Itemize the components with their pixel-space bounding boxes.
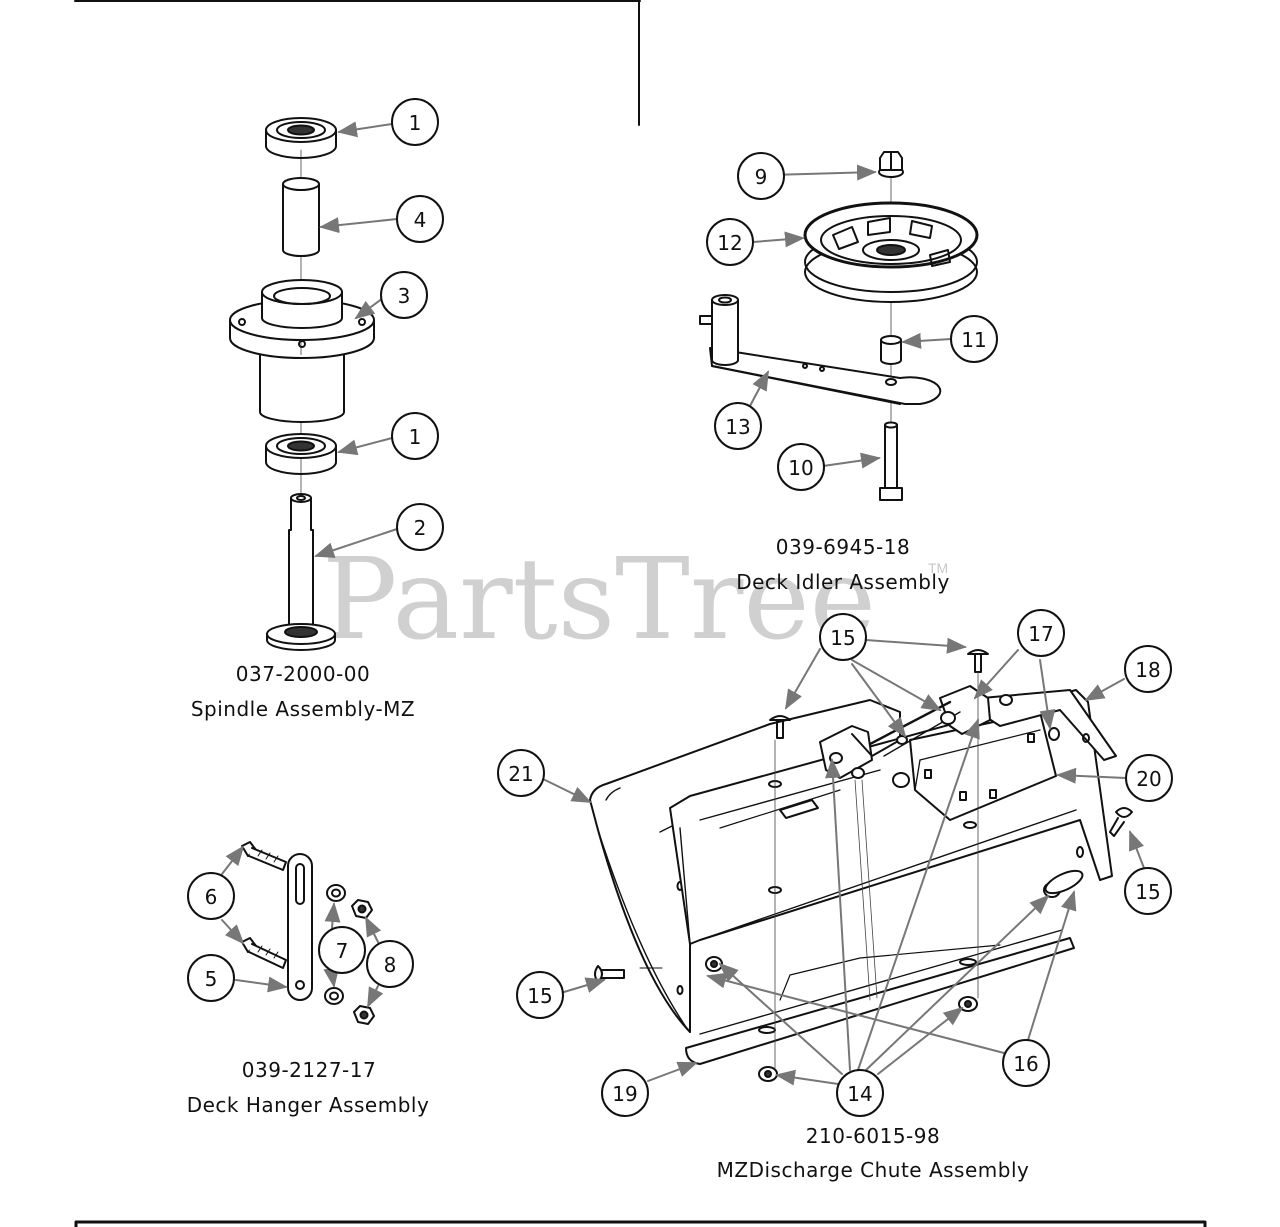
svg-text:3: 3 [398,284,411,308]
svg-text:1: 1 [409,111,422,135]
idler-arm-13 [699,294,942,405]
callout-9: 9 [737,152,785,200]
svg-text:21: 21 [508,762,533,786]
spindle-shaft [266,493,336,651]
callout-10: 10 [777,443,825,491]
deck-hanger-assembly-drawing [241,841,375,1025]
bolt-10 [879,421,903,501]
bearing-bottom [265,433,337,475]
svg-text:12: 12 [717,231,742,255]
svg-text:16: 16 [1013,1052,1038,1076]
svg-text:8: 8 [384,953,397,977]
svg-text:2: 2 [414,516,427,540]
svg-text:5: 5 [205,967,218,991]
callout-4: 4 [396,195,444,243]
callout-20: 20 [1125,754,1173,802]
svg-text:15: 15 [830,626,855,650]
svg-text:9: 9 [755,165,768,189]
page-frame [74,0,1207,1227]
spacer-tube [282,177,320,257]
hanger-bolt-lower [241,937,287,969]
hanger-assembly-title: Deck Hanger Assembly [186,1093,430,1117]
hanger-bracket-5 [287,853,313,1001]
callout-13: 13 [714,402,762,450]
callout-19: 19 [601,1069,649,1117]
callout-15-top: 15 [819,613,867,661]
callout-17: 17 [1017,609,1065,657]
spindle-housing [229,279,375,423]
callout-5: 5 [187,954,235,1002]
washer-16 [1044,869,1084,895]
leader-lines [221,121,1145,1086]
callout-6: 6 [187,872,235,920]
svg-text:10: 10 [788,456,813,480]
svg-text:18: 18 [1135,658,1160,682]
callout-2: 2 [396,503,444,551]
spindle-assembly-drawing [229,117,375,651]
svg-text:7: 7 [336,939,349,963]
washers-7 [324,884,346,1005]
idler-part-number: 039-6945-18 [775,535,911,559]
svg-text:19: 19 [612,1082,637,1106]
svg-text:11: 11 [961,328,986,352]
callout-15-right: 15 [1124,867,1172,915]
callout-15-left: 15 [516,971,564,1019]
svg-text:14: 14 [847,1082,872,1106]
chute-bracket-18 [959,689,1117,761]
svg-text:4: 4 [414,208,427,232]
svg-text:1: 1 [409,425,422,449]
watermark-trademark: TM [928,560,949,576]
deck-idler-assembly-drawing [699,151,979,501]
chute-assembly-title: MZDischarge Chute Assembly [716,1158,1030,1182]
callout-7: 7 [318,926,366,974]
nuts-8 [351,899,375,1025]
callout-21: 21 [497,749,545,797]
hanger-bolt-upper [241,841,287,871]
callout-11: 11 [950,315,998,363]
svg-text:6: 6 [205,885,218,909]
callouts: 1 4 3 1 2 9 12 11 13 10 6 5 7 8 15 17 18… [187,98,1173,1117]
bushing-11 [880,335,902,365]
callout-8: 8 [366,940,414,988]
idler-assembly-title: Deck Idler Assembly [736,570,950,594]
svg-text:20: 20 [1136,767,1161,791]
callout-18: 18 [1124,645,1172,693]
hanger-part-number: 039-2127-17 [241,1058,377,1082]
discharge-chute-drawing [589,649,1133,1082]
spindle-part-number: 037-2000-00 [235,662,371,686]
svg-text:15: 15 [527,984,552,1008]
svg-text:15: 15 [1135,880,1160,904]
callout-12: 12 [706,218,754,266]
chute-part-number: 210-6015-98 [805,1124,941,1148]
callout-1-top: 1 [391,98,439,146]
nut-9 [878,151,904,178]
svg-text:17: 17 [1028,622,1053,646]
callout-1-bottom: 1 [391,412,439,460]
watermark: PartsTree [322,535,876,665]
idler-pulley [803,201,979,303]
callout-3: 3 [380,271,428,319]
callout-16: 16 [1002,1039,1050,1087]
bearing-top [265,117,337,159]
spindle-assembly-title: Spindle Assembly-MZ [190,697,416,721]
svg-text:13: 13 [725,415,750,439]
callout-14: 14 [836,1069,884,1117]
